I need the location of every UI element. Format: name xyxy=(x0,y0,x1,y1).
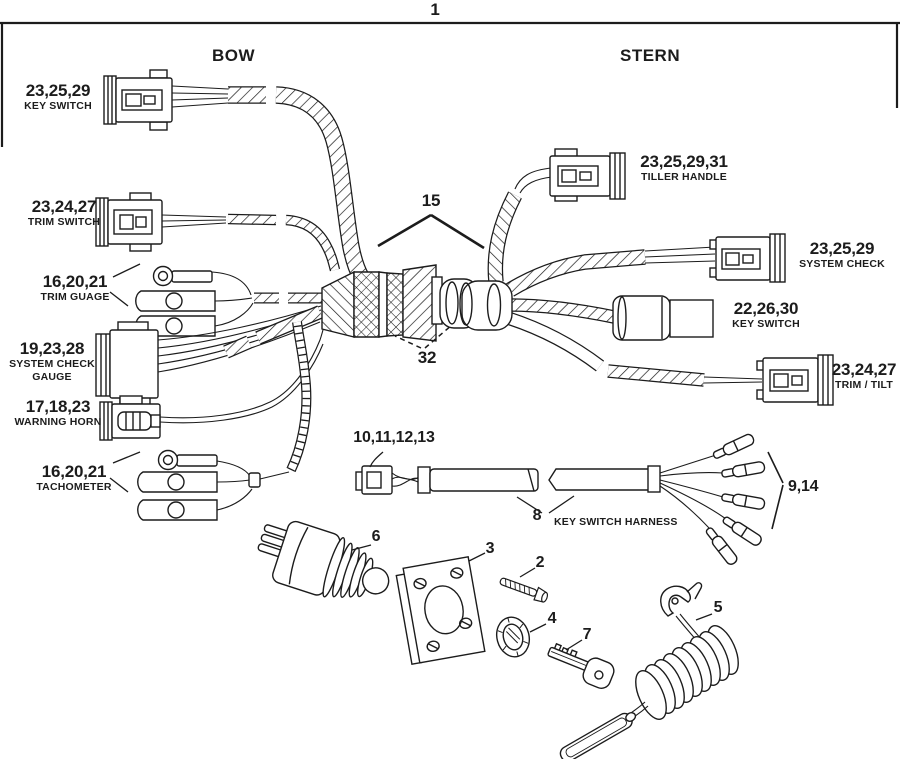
callout-trim-switch[interactable]: 23,24,27 TRIM SWITCH xyxy=(14,197,114,229)
callout-trim-tilt[interactable]: 23,24,27 TRIM / TILT xyxy=(828,360,900,392)
part-label: KEY SWITCH HARNESS xyxy=(554,516,678,528)
part-ref: 5 xyxy=(713,599,723,616)
nut xyxy=(496,616,530,658)
key-switch-assembly xyxy=(257,520,390,598)
assembly-ref-number: 1 xyxy=(430,0,440,19)
tachometer-ribbed-tube xyxy=(286,321,312,473)
part-ref: 22,26,30 xyxy=(733,299,799,318)
callout-trim-gauge[interactable]: 16,20,21 TRIM GUAGE xyxy=(26,272,124,304)
callout-screw[interactable]: 2 xyxy=(530,554,550,571)
tiller-handle-cable xyxy=(487,167,553,283)
callout-bullet-terminals[interactable]: 9,14 xyxy=(788,478,842,495)
callout-safety-lanyard[interactable]: 5 xyxy=(708,599,728,616)
part-ref: 23,25,29 xyxy=(809,239,875,258)
tiller-handle-connector xyxy=(549,148,626,202)
mounting-plate xyxy=(395,556,486,666)
part-label: KEY SWITCH xyxy=(24,100,92,113)
page-frame xyxy=(0,21,900,147)
part-label: TRIM GUAGE xyxy=(40,291,110,304)
part-label: TRIM / TILT xyxy=(835,379,893,392)
part-label: SYSTEM CHECK xyxy=(799,258,885,271)
safety-lanyard xyxy=(559,582,739,759)
key-switch-harness-label: KEY SWITCH HARNESS xyxy=(554,516,694,528)
part-ref: 16,20,21 xyxy=(41,462,107,481)
trim-switch-cable xyxy=(227,213,341,272)
part-ref: 3 xyxy=(485,540,495,557)
stern-key-switch-cable xyxy=(509,298,616,324)
system-check-cable xyxy=(506,246,716,297)
callout-key-switch-assy[interactable]: 6 xyxy=(366,528,386,545)
system-check-connector xyxy=(709,233,786,283)
callout-mounting-plate[interactable]: 3 xyxy=(480,540,500,557)
callout-nut[interactable]: 4 xyxy=(542,610,562,627)
part-ref: 9,14 xyxy=(788,478,819,495)
part-ref: 15 xyxy=(421,191,441,210)
key xyxy=(547,642,615,689)
part-label: KEY SWITCH xyxy=(732,318,800,331)
callout-system-check-gauge[interactable]: 19,23,28 SYSTEM CHECK GAUGE xyxy=(2,339,102,383)
trim-switch-connector xyxy=(95,192,227,252)
callout-key-switch-harness[interactable]: 8 xyxy=(528,507,546,524)
part-ref: 8 xyxy=(532,507,542,524)
warning-horn-connector xyxy=(99,325,325,441)
part-ref: 32 xyxy=(417,348,437,367)
bow-key-switch-cable xyxy=(228,86,369,282)
callout-sleeve[interactable]: 32 xyxy=(404,348,450,367)
part-label: TACHOMETER xyxy=(36,481,112,494)
trim-tilt-cable xyxy=(505,311,763,387)
bow-zone-label: BOW xyxy=(212,46,256,65)
callout-warning-horn[interactable]: 17,18,23 WARNING HORN xyxy=(8,397,108,429)
tachometer-terminals xyxy=(137,449,290,521)
part-ref: 23,25,29 xyxy=(25,81,91,100)
stern-zone-label: STERN xyxy=(620,46,681,65)
part-label: TILLER HANDLE xyxy=(640,171,727,184)
part-label: TRIM SWITCH xyxy=(27,216,101,229)
bow-key-switch-connector xyxy=(103,69,229,131)
callout-key-switch-bow[interactable]: 23,25,29 KEY SWITCH xyxy=(10,81,106,113)
lanyard-strap xyxy=(559,712,637,759)
part-ref: 7 xyxy=(582,626,592,643)
key-switch-harness xyxy=(355,433,766,565)
callout-tachometer[interactable]: 16,20,21 TACHOMETER xyxy=(24,462,124,494)
part-ref: 4 xyxy=(547,610,557,627)
part-ref: 10,11,12,13 xyxy=(353,429,435,446)
part-ref: 16,20,21 xyxy=(42,272,108,291)
part-ref: 23,24,27 xyxy=(31,197,97,216)
part-ref: 23,24,27 xyxy=(831,360,897,379)
trim-gauge-terminals xyxy=(135,265,254,337)
lanyard-coil xyxy=(635,625,739,720)
part-ref: 19,23,28 xyxy=(19,339,85,358)
trim-tilt-connector xyxy=(756,354,834,406)
callout-tiller-handle[interactable]: 23,25,29,31 TILLER HANDLE xyxy=(628,152,740,184)
screw xyxy=(499,577,549,603)
callout-harness-assembly[interactable]: 15 xyxy=(408,191,454,210)
callout-system-check[interactable]: 23,25,29 SYSTEM CHECK xyxy=(786,239,898,271)
part-ref: 17,18,23 xyxy=(25,397,91,416)
callout-key[interactable]: 7 xyxy=(577,626,597,643)
stern-key-switch-connector xyxy=(612,295,714,341)
bullet-terminal xyxy=(705,527,738,565)
part-ref: 2 xyxy=(535,554,545,571)
main-harness-bundle xyxy=(321,264,513,342)
callout-key-switch-stern[interactable]: 22,26,30 KEY SWITCH xyxy=(716,299,816,331)
assembly-ref-callout[interactable]: 1 xyxy=(418,0,452,19)
callout-connector-plug[interactable]: 10,11,12,13 xyxy=(342,429,446,446)
part-label-line2: GAUGE xyxy=(32,370,72,383)
bullet-terminal xyxy=(712,433,755,459)
part-ref: 23,25,29,31 xyxy=(640,152,728,171)
bullet-terminal xyxy=(721,461,766,478)
part-ref: 6 xyxy=(371,528,381,545)
system-check-gauge-cable xyxy=(223,305,323,359)
bullet-terminal xyxy=(721,493,766,510)
part-label: SYSTEM CHECK xyxy=(9,358,95,371)
leader-lines xyxy=(109,213,784,651)
part-label: WARNING HORN xyxy=(14,416,102,429)
bullet-terminal xyxy=(722,516,762,546)
